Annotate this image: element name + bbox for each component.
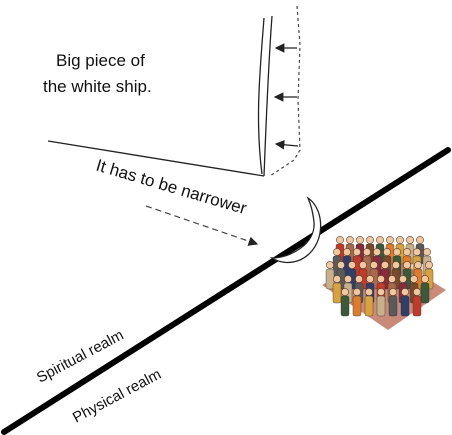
person-body xyxy=(333,283,341,303)
person-head xyxy=(396,236,403,243)
person-head xyxy=(333,248,340,255)
person-head xyxy=(343,248,350,255)
person-head xyxy=(341,288,348,295)
person-head xyxy=(337,261,344,268)
person-head xyxy=(388,275,395,282)
narrower-label: It has to be narrower xyxy=(94,156,249,219)
person-head xyxy=(355,275,362,282)
person-head xyxy=(366,275,373,282)
person-body xyxy=(353,296,361,316)
person-head xyxy=(421,275,428,282)
person-body xyxy=(389,296,397,316)
person-head xyxy=(377,275,384,282)
person-head xyxy=(363,248,370,255)
physical-realm-label: Physical realm xyxy=(70,366,164,427)
person-head xyxy=(425,261,432,268)
person-head xyxy=(423,248,430,255)
person-head xyxy=(399,275,406,282)
person-head xyxy=(377,288,384,295)
person-head xyxy=(381,261,388,268)
person-head xyxy=(353,248,360,255)
person-head xyxy=(366,236,373,243)
person-head xyxy=(359,261,366,268)
person-body xyxy=(421,283,429,303)
person-body xyxy=(341,296,349,316)
person-head xyxy=(373,248,380,255)
person-body xyxy=(401,296,409,316)
ship-label-line1: Big piece of xyxy=(56,51,145,70)
narrow-passage-crescent xyxy=(272,198,321,262)
person-head xyxy=(413,248,420,255)
person-head xyxy=(356,236,363,243)
person-head xyxy=(403,248,410,255)
person-head xyxy=(348,261,355,268)
person-head xyxy=(413,288,420,295)
person-body xyxy=(413,296,421,316)
person-head xyxy=(386,236,393,243)
person-head xyxy=(383,248,390,255)
person-head xyxy=(389,288,396,295)
person-body xyxy=(377,296,385,316)
ship-inner-wall xyxy=(264,16,272,176)
crowd-of-people xyxy=(322,236,446,330)
ship-bottom-edge xyxy=(48,141,264,176)
person-body xyxy=(365,296,373,316)
person-head xyxy=(392,261,399,268)
ship-outer-wall xyxy=(258,18,264,174)
person-head xyxy=(393,248,400,255)
person-head xyxy=(365,288,372,295)
spiritual-realm-label: Spiritual realm xyxy=(34,327,127,387)
person-head xyxy=(410,275,417,282)
person-head xyxy=(376,236,383,243)
person-head xyxy=(353,288,360,295)
person-head xyxy=(344,275,351,282)
person-head xyxy=(401,288,408,295)
ship-label-line2: the white ship. xyxy=(43,77,152,96)
inward-arrow-3 xyxy=(276,144,298,146)
person-head xyxy=(336,236,343,243)
ship-target-wall-dashed xyxy=(270,6,300,176)
person-head xyxy=(416,236,423,243)
person-head xyxy=(333,275,340,282)
person-head xyxy=(414,261,421,268)
person-head xyxy=(326,261,333,268)
person-head xyxy=(403,261,410,268)
person-head xyxy=(346,236,353,243)
person-head xyxy=(370,261,377,268)
person-head xyxy=(406,236,413,243)
